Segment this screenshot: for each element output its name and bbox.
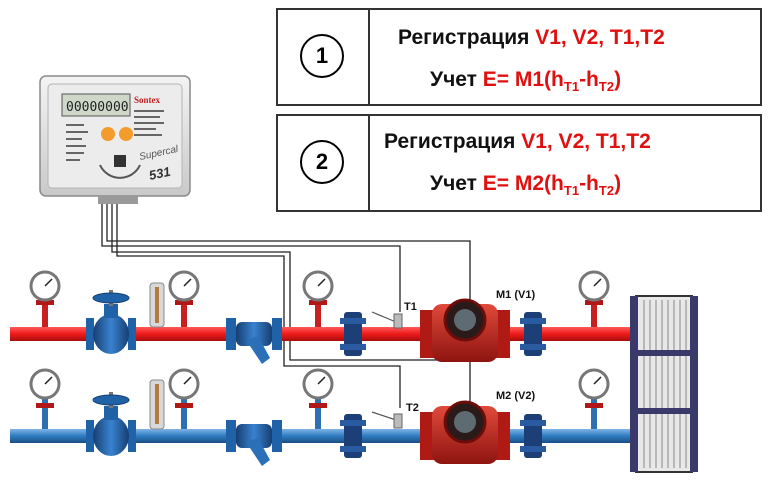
registration-variables: V1, V2, T1,T2 — [521, 130, 651, 153]
formula-close: ) — [614, 68, 622, 91]
formula-minus: -h — [579, 68, 599, 91]
energy-formula: E= M1(hT1-hT2) — [482, 68, 622, 95]
gate-valve — [86, 290, 136, 354]
thermometer — [149, 282, 165, 328]
calculator-display — [61, 93, 131, 117]
pressure-gauge — [578, 270, 610, 327]
formula-start: E= M1(h — [482, 68, 564, 91]
formula-subscript-t1: T1 — [563, 183, 580, 199]
formula-subscript-t1: T1 — [563, 79, 580, 95]
label-m1: M1 (V1) — [496, 289, 535, 301]
mode-number-badge: 2 — [300, 140, 344, 184]
energy-formula: E= M2(hT1-hT2) — [482, 172, 622, 199]
flow-meter-m2 — [420, 400, 510, 464]
formula-subscript-t2: T2 — [598, 183, 615, 199]
flange-spool — [520, 312, 546, 356]
accounting-line: Учет E= M1(hT1-hT2) — [430, 68, 621, 94]
label-t1: T1 — [404, 301, 417, 313]
label-t2: T2 — [406, 402, 419, 414]
calculator-brand: Sontex — [134, 95, 161, 105]
mode-number-badge: 1 — [300, 34, 344, 78]
registration-variables: V1, V2, T1,T2 — [535, 26, 665, 49]
mode-row-2: 2 Регистрация V1, V2, T1,T2 Учет E= M2(h… — [276, 114, 762, 212]
flange-spool — [520, 414, 546, 458]
calculator-labels — [66, 110, 164, 161]
registration-line: Регистрация V1, V2, T1,T2 — [384, 130, 651, 154]
temperature-sensor-t1 — [371, 311, 403, 329]
heat-calculator: 00000000 Sontex Supercal 531 — [39, 75, 191, 204]
plate-heat-exchanger — [630, 295, 698, 473]
flow-meter-m1 — [420, 298, 510, 362]
mode-number-cell: 2 — [278, 116, 370, 210]
registration-line: Регистрация V1, V2, T1,T2 — [398, 26, 665, 50]
flange-spool — [340, 414, 366, 458]
temperature-sensor-t2 — [371, 411, 403, 429]
mode-number-cell: 1 — [278, 10, 370, 104]
accounting-line: Учет E= M2(hT1-hT2) — [430, 172, 621, 198]
calculator-model-number: 531 — [148, 164, 172, 183]
formula-subscript-t2: T2 — [598, 79, 615, 95]
pressure-gauge — [168, 368, 200, 429]
formula-start: E= M2(h — [482, 172, 564, 195]
mode-row-1: 1 Регистрация V1, V2, T1,T2 Учет E= M1(h… — [276, 8, 762, 106]
calculator-dial-arc — [99, 164, 141, 179]
pressure-gauge — [302, 368, 334, 429]
strainer — [226, 420, 282, 466]
accounting-label: Учет — [430, 68, 483, 91]
thermometer — [149, 379, 165, 430]
registration-label: Регистрация — [398, 26, 536, 49]
pressure-gauge — [302, 270, 334, 327]
signal-cables — [101, 204, 471, 410]
calculator-button-right[interactable] — [119, 127, 133, 141]
pressure-gauge — [168, 270, 200, 327]
formula-close: ) — [614, 172, 622, 195]
calculator-button-left[interactable] — [101, 127, 115, 141]
svg-text:00000000: 00000000 — [66, 100, 129, 115]
flange-spool — [340, 312, 366, 356]
calculator-select-button[interactable] — [114, 155, 126, 167]
pressure-gauge — [29, 270, 61, 327]
strainer — [226, 318, 282, 364]
registration-label: Регистрация — [384, 130, 522, 153]
pressure-gauge — [578, 368, 610, 429]
gate-valve — [86, 392, 136, 456]
accounting-modes-table: 1 Регистрация V1, V2, T1,T2 Учет E= M1(h… — [276, 8, 762, 212]
formula-minus: -h — [579, 172, 599, 195]
accounting-label: Учет — [430, 172, 483, 195]
pressure-gauge — [29, 368, 61, 429]
label-m2: M2 (V2) — [496, 390, 535, 402]
